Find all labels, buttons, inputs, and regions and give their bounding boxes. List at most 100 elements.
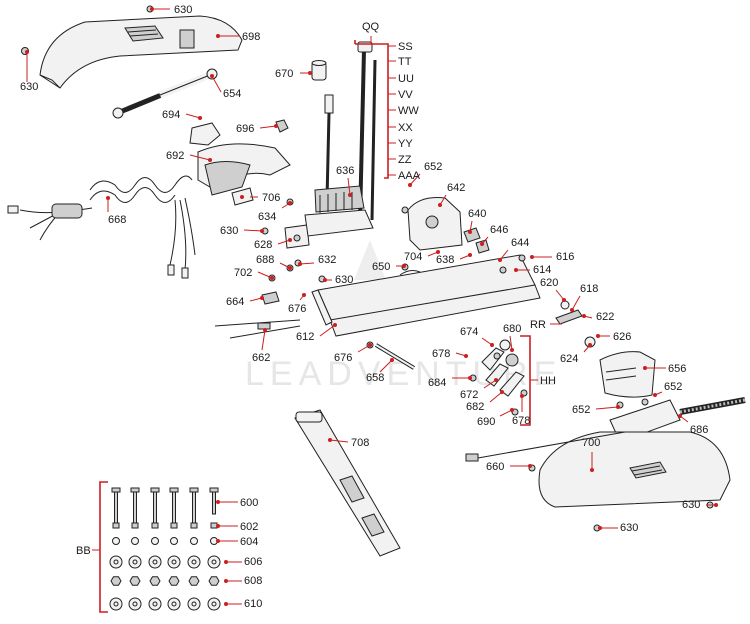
spacer: [151, 522, 159, 529]
part-number: 642: [447, 182, 465, 194]
part-number: 678: [512, 415, 530, 427]
leader-dot: [263, 328, 267, 332]
callout-624: 624: [560, 343, 592, 365]
part-number: 630: [220, 225, 238, 237]
part-number: 680: [503, 323, 521, 335]
leader-dot: [678, 414, 682, 418]
gas-spring-654: [112, 68, 218, 119]
part-number: 616: [556, 251, 574, 263]
part-number: 654: [223, 88, 241, 100]
callout-672: 672: [460, 378, 498, 401]
part-number: 692: [166, 150, 184, 162]
callout-622: 622: [582, 311, 614, 323]
bolt: [150, 487, 160, 527]
wire-660: [465, 431, 626, 462]
group-bracket-bb: [92, 481, 108, 613]
leader-dot: [643, 366, 647, 370]
part-number: 684: [428, 377, 446, 389]
callout-600: 600: [216, 497, 258, 509]
leader-line: [409, 173, 421, 186]
part-number: 686: [690, 424, 708, 436]
leader-dot: [288, 238, 292, 242]
leader-line: [347, 177, 351, 196]
leader-line: [211, 75, 222, 93]
label-QQ: QQ: [362, 21, 380, 33]
hex-nut: [168, 576, 180, 586]
part-number: 708: [351, 437, 369, 449]
leader-dot: [500, 390, 504, 394]
bolt: [189, 487, 199, 527]
part-number: 636: [336, 165, 354, 177]
washer: [109, 555, 123, 569]
leader-dot: [208, 158, 212, 162]
label-AAA: AAA: [398, 170, 421, 182]
callout-658: 658: [366, 358, 394, 384]
callout-680: 680: [503, 323, 521, 352]
housing-692: [197, 143, 291, 196]
callout-644: 644: [498, 237, 529, 262]
hex-nut: [149, 576, 161, 586]
callout-668: 668: [106, 196, 126, 226]
label-ZZ: ZZ: [398, 154, 412, 166]
callout-630: 630: [682, 499, 718, 511]
part-number: 634: [258, 211, 276, 223]
washer: [128, 597, 142, 611]
washer: [148, 597, 162, 611]
part-number: 626: [613, 331, 631, 343]
callout-702: 702: [234, 267, 274, 280]
callout-640: 640: [468, 208, 486, 234]
leader-line: [499, 249, 509, 261]
part-number: 658: [366, 372, 384, 384]
leader-dot: [438, 203, 442, 207]
part-number: 606: [244, 556, 262, 568]
hex-nut: [110, 576, 122, 586]
cable-662: [214, 319, 301, 339]
leader-dot: [598, 526, 602, 530]
pivot-640-646: [463, 227, 490, 254]
part-number: 652: [424, 161, 442, 173]
nut: [112, 537, 120, 545]
label-UU: UU: [398, 73, 414, 85]
leader-dot: [582, 314, 586, 318]
latch-664: [261, 291, 280, 305]
leader-dot: [464, 354, 468, 358]
leader-dot: [468, 230, 472, 234]
leader-line: [257, 271, 273, 279]
part-number: 694: [162, 109, 180, 121]
leader-dot: [323, 278, 327, 282]
callout-652: 652: [408, 161, 442, 187]
washer: [187, 555, 201, 569]
hex-nut: [208, 576, 220, 586]
leader-dot: [480, 242, 484, 246]
part-number: 620: [540, 277, 558, 289]
callout-686: 686: [678, 414, 708, 436]
leader-dot: [288, 201, 292, 205]
leader-dot: [216, 539, 220, 543]
callout-682: 682: [466, 390, 504, 413]
part-number: 618: [580, 283, 598, 295]
label-HH: HH: [540, 375, 556, 387]
group-bracket-hh: [520, 335, 538, 426]
part-number: 600: [240, 497, 258, 509]
part-number: 662: [252, 352, 270, 364]
callout-604: 604: [216, 536, 258, 548]
callout-628: 628: [254, 238, 292, 251]
leader-dot: [302, 293, 306, 297]
bracket-642: [407, 197, 463, 251]
hardware-grid: [109, 487, 221, 611]
callout-630: 630: [150, 4, 192, 16]
leader-dot: [596, 334, 600, 338]
label-YY: YY: [398, 138, 413, 150]
callout-630: 630: [220, 225, 264, 237]
callout-608: 608: [224, 575, 262, 587]
part-number: 644: [511, 237, 529, 249]
part-number: 630: [682, 499, 700, 511]
part-number: 604: [240, 536, 258, 548]
part-number: 610: [244, 598, 262, 610]
small-hardware: [21, 5, 714, 532]
leader-dot: [562, 298, 566, 302]
part-number: 700: [582, 437, 600, 449]
part-number: 676: [334, 352, 352, 364]
callout-678: 678: [512, 394, 530, 427]
spacer: [131, 522, 139, 529]
